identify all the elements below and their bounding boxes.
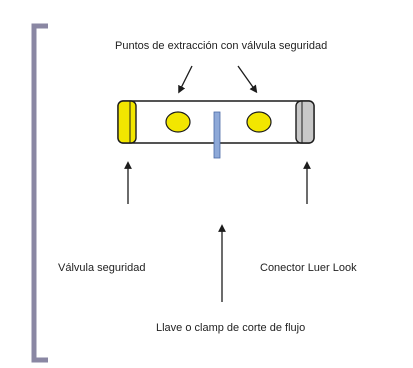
safety-valve-end [117, 100, 137, 144]
arrow-to-extraction-left [178, 65, 193, 94]
label-extraction-points: Puntos de extracción con válvula segurid… [115, 40, 328, 52]
extraction-point-right [246, 111, 272, 133]
label-luer-connector: Conector Luer Look [260, 262, 357, 274]
luer-connector-end [295, 100, 315, 144]
arrow-to-extraction-right [237, 65, 258, 94]
label-flow-clamp: Llave o clamp de corte de flujo [156, 322, 306, 334]
left-bracket [31, 23, 48, 363]
flow-clamp [213, 111, 221, 159]
extraction-point-left [165, 111, 191, 133]
label-safety-valve: Válvula seguridad [58, 262, 146, 274]
